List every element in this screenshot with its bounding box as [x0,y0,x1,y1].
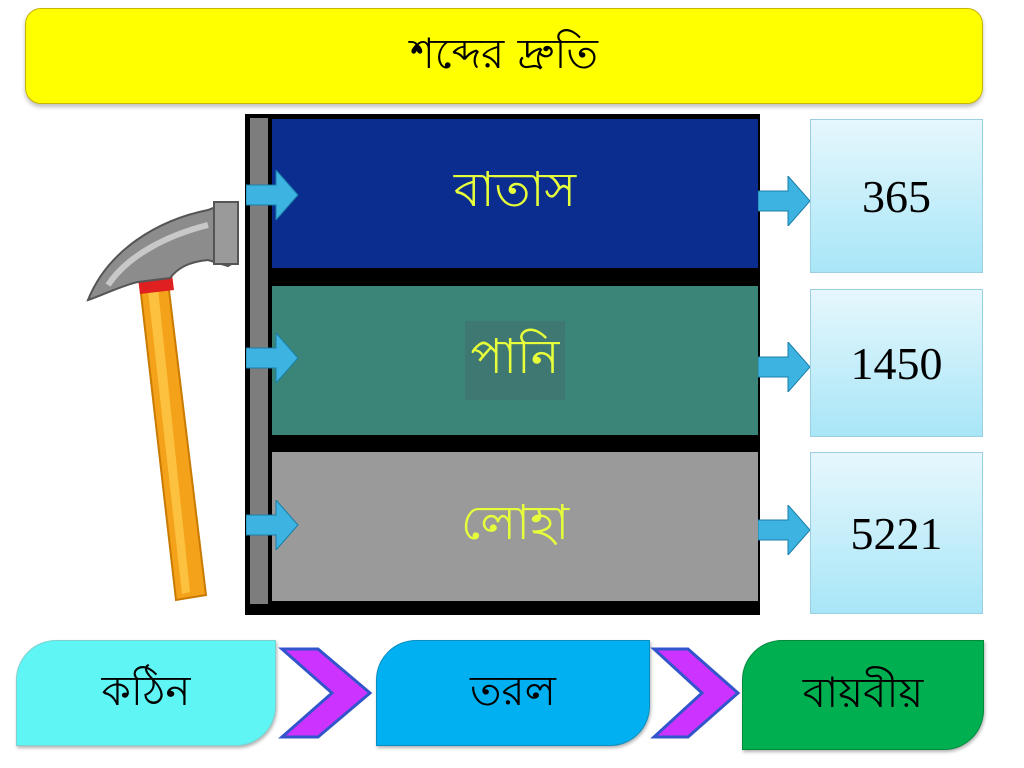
right-arrow-icon [758,176,811,226]
medium-row-iron: লোহা [272,452,758,601]
state-box-gas: বায়বীয় [742,640,984,750]
medium-label: পানি [464,321,566,400]
chevron-right-icon [650,647,741,739]
title-banner: শব্দের দ্রুতি [25,8,983,104]
chevron-right-icon [278,647,373,739]
state-label: তরল [470,665,556,715]
state-label: বায়বীয় [802,667,924,717]
state-label: কঠিন [101,665,191,715]
speed-value-box: 365 [810,119,983,273]
medium-label: লোহা [460,495,570,551]
right-arrow-icon [246,333,299,383]
right-arrow-icon [758,342,811,392]
hammer-icon [86,200,239,602]
right-arrow-icon [758,505,811,555]
page-title: শব্দের দ্রুতি [409,28,599,78]
medium-row-air: বাতাস [272,119,758,268]
right-arrow-icon [246,170,299,220]
medium-row-water: পানি [272,286,758,435]
right-arrow-icon [246,500,299,550]
speed-value: 365 [862,170,931,222]
state-box-liquid: তরল [376,640,650,746]
speed-value-box: 5221 [810,452,983,614]
state-box-solid: কঠিন [16,640,276,746]
medium-label: বাতাস [453,162,577,218]
speed-value: 5221 [850,507,943,559]
speed-value: 1450 [850,337,943,389]
speed-value-box: 1450 [810,289,983,437]
